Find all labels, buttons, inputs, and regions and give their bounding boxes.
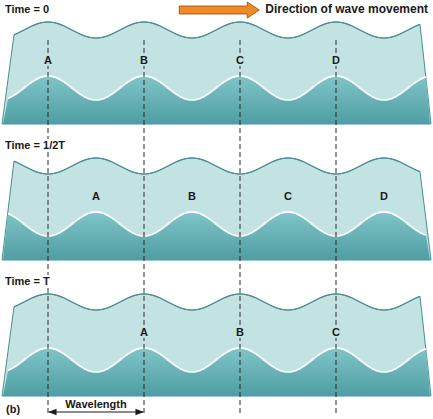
reference-line [336,40,337,414]
water-block [2,158,431,260]
particle-letter: C [330,326,342,338]
particle-letter: B [138,54,150,66]
water-block [2,294,431,396]
figure-tag: (b) [4,403,22,415]
wave-line [8,76,426,100]
direction-arrow [179,2,259,18]
wave-line [8,348,426,372]
wave-layer [3,212,430,260]
water-surface [2,294,431,396]
direction-label: Direction of wave movement [265,3,428,16]
particle-letter: D [330,54,342,66]
reference-line [48,40,49,414]
wavelength-arrow [49,411,143,412]
wave-layer [3,76,430,124]
surface-line [14,22,420,38]
time-label: Time = 0 [3,3,51,15]
particle-letter: A [42,54,54,66]
time-label: Time = 1/2T [3,139,67,151]
particle-letter: B [186,190,198,202]
reference-line [240,40,241,414]
wavelength-label: Wavelength [63,398,128,410]
particle-letter: D [378,190,390,202]
particle-letter: B [234,326,246,338]
particle-letter: A [138,326,150,338]
wave-line [8,212,426,236]
water-block [2,22,431,124]
water-surface [2,158,431,260]
particle-letter: A [90,190,102,202]
time-label: Time = T [3,275,52,287]
surface-line [14,294,420,310]
surface-line [14,158,420,174]
particle-letter: C [234,54,246,66]
wave-layer [3,348,430,396]
water-surface [2,22,431,124]
reference-line [144,40,145,414]
particle-letter: C [282,190,294,202]
